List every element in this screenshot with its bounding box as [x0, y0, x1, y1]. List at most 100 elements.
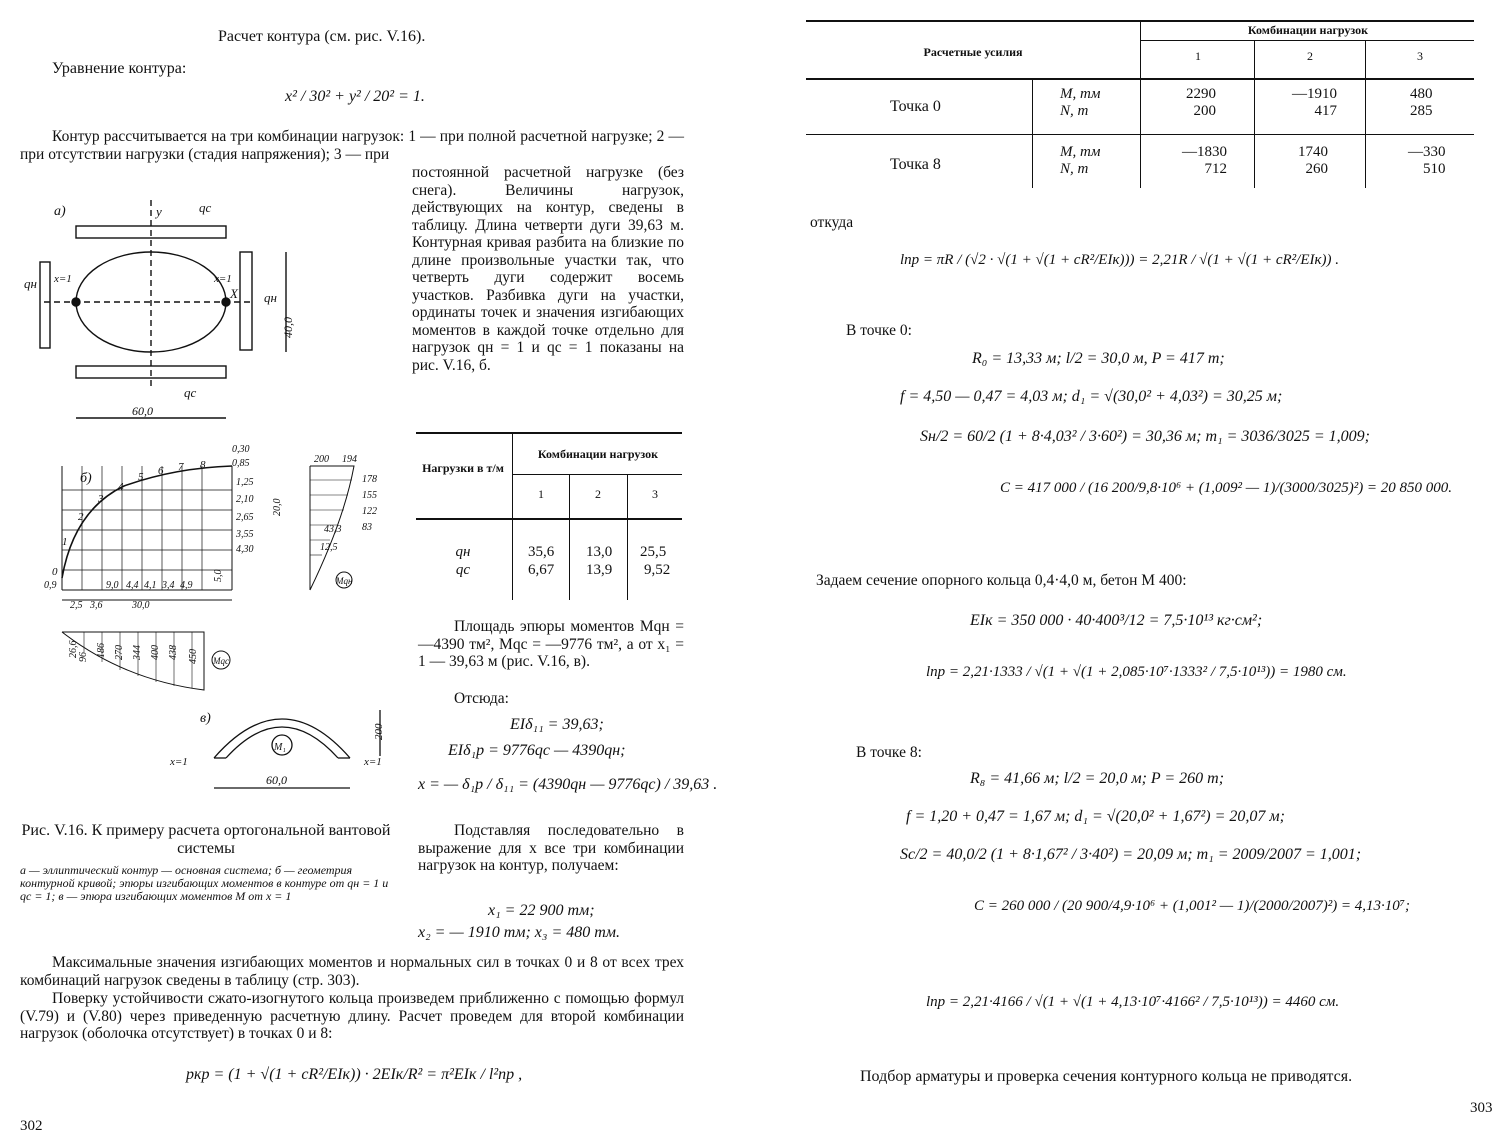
section-ring-spec: Задаем сечение опорного кольца 0,4·4,0 м… [816, 572, 1187, 589]
otsyuda-label: Отсюда: [454, 690, 509, 707]
figure-c-moment: в) M₁ x=1 x=1 200 60,0 [169, 710, 385, 789]
moment-diagram-below: 26,6 96 186 270 344 400 438 450 Mqс [61, 631, 231, 691]
point-8-heading: В точке 8: [856, 744, 922, 761]
ml-450: 450 [188, 649, 199, 664]
load-col-3: 3 [652, 487, 658, 501]
row-8-c2: 1740 260 [1298, 144, 1328, 177]
ml-270: 270 [114, 645, 125, 660]
figure-a-ellipse: а) y qс qн x=1 x=1 X qн 40,0 qс 60,0 [24, 200, 295, 419]
row-point-8: Точка 8 [890, 156, 941, 173]
forces-col-3: 3 [1417, 49, 1423, 63]
result-x1: x₁ = 22 900 тм; [488, 902, 595, 919]
label-mqc: Mqс [212, 656, 229, 666]
forces-col-2: 2 [1307, 49, 1313, 63]
contour-equation: x² / 30² + y² / 20² = 1. [285, 88, 425, 105]
m-433: 43,3 [324, 524, 342, 535]
m-200: 200 [314, 454, 329, 465]
label-qc-bottom: qс [184, 385, 197, 400]
figure-b-geometry: б) 0 1 2 3 4 5 [44, 444, 283, 611]
dim-200-vertical: 20,0 [272, 499, 283, 517]
pt-4: 4 [118, 481, 124, 493]
pt-3: 3 [97, 493, 104, 505]
row-0-units: M, тм N, т [1060, 86, 1101, 119]
paragraph-substitute: Подставляя последовательно в выражение д… [418, 822, 684, 874]
paragraph-load-details: постоянной расчетной нагрузке (без снега… [412, 164, 684, 374]
load-table-header-group: Комбинации нагрузок [537, 447, 659, 461]
load-col-1: 1 [538, 487, 544, 501]
equation-label: Уравнение контура: [52, 60, 187, 77]
ml-344: 344 [132, 645, 143, 661]
point-8-line-3: Sс/2 = 40,0/2 (1 + 8·1,67² / 3·40²) = 20… [900, 846, 1362, 863]
label-qn-left: qн [24, 276, 37, 291]
point-8-line-4: C = 260 000 / (20 900/4,9·10⁶ + (1,001² … [974, 898, 1411, 914]
formula-lpr-8: lпр = 2,21·4166 / √(1 + √(1 + 4,13·10⁷·4… [926, 994, 1340, 1010]
ml-400: 400 [150, 645, 161, 660]
load-r2-c2: 13,9 [586, 562, 613, 578]
ord-430: 4,30 [236, 544, 254, 555]
ml-438: 438 [168, 645, 179, 660]
pt-7: 7 [178, 461, 184, 473]
ord-09: 0,9 [44, 580, 57, 591]
row-0-c1: 2290 200 [1186, 86, 1216, 119]
forces-table: Расчетные усилия Комбинации нагрузок 1 2… [806, 20, 1474, 190]
ord-030: 0,30 [232, 444, 250, 455]
dim-50-vertical: 5,0 [213, 570, 224, 583]
dim-60: 60,0 [132, 404, 153, 418]
row-8-units: M, тм N, т [1060, 144, 1101, 177]
figure-caption: Рис. V.16. К примеру расчета ортогональн… [21, 822, 391, 857]
dim-25: 2,5 [70, 600, 83, 611]
pt-0: 0 [52, 566, 58, 578]
dim-36: 3,6 [89, 600, 103, 611]
row-point-0: Точка 0 [890, 98, 941, 115]
eq-delta1p: EIδ₁p = 9776qс — 4390qн; [448, 742, 626, 759]
dim-300: 30,0 [131, 600, 150, 611]
dim-44: 4,4 [126, 580, 139, 591]
pt-5: 5 [138, 471, 144, 483]
row-8-c3: —330 510 [1408, 144, 1446, 177]
load-table-header-left: Нагрузки в т/м [422, 461, 504, 475]
dim-90: 9,0 [106, 580, 119, 591]
load-r2-c1: 6,67 [528, 562, 555, 578]
label-y: y [154, 204, 162, 219]
paragraph-max-values: Максимальные значения изгибающих моменто… [20, 954, 684, 989]
figure-v16: а) y qс qн x=1 x=1 X qн 40,0 qс 60,0 б) [24, 200, 385, 789]
pt-6: 6 [158, 465, 164, 477]
point-0-heading: В точке 0: [846, 322, 912, 339]
moment-diagram-right: 200 194 178 155 122 83 43,3 12,5 Mqн [309, 454, 377, 591]
point-0-line-2: f = 4,50 — 0,47 = 4,03 м; d₁ = √(30,0² +… [900, 388, 1283, 405]
otkuda-label: откуда [810, 214, 854, 231]
load-col-2: 2 [595, 487, 601, 501]
row-0-c2: —1910 417 [1292, 86, 1337, 119]
formula-pkr: pкр = (1 + √(1 + cR²/EIк)) · 2EIк/R² = π… [186, 1066, 523, 1083]
load-r2-c3: 9,52 [644, 562, 671, 578]
ord-085: 0,85 [232, 458, 250, 469]
label-x1-right: x=1 [213, 273, 232, 285]
forces-header-left: Расчетные усилия [923, 45, 1023, 59]
final-note: Подбор арматуры и проверка сечения конту… [860, 1068, 1353, 1085]
label-qc-top: qс [199, 200, 212, 215]
pt-2: 2 [78, 511, 84, 523]
point-8-line-1: R₈ = 41,66 м; l/2 = 20,0 м; P = 260 т; [970, 770, 1225, 787]
point-8-line-2: f = 1,20 + 0,47 = 1,67 м; d₁ = √(20,0² +… [906, 808, 1285, 825]
point-0-line-4: C = 417 000 / (16 200/9,8·10⁶ + (1,009² … [1000, 480, 1453, 496]
ord-355: 3,55 [235, 529, 254, 540]
dim-40: 40,0 [281, 317, 295, 338]
formula-lpr-general: lпр = πR / (√2 · √(1 + √(1 + cR²/EIк))) … [900, 252, 1340, 268]
label-mqn: Mqн [335, 576, 353, 586]
forces-header-group: Комбинации нагрузок [1247, 23, 1369, 37]
load-row-label-qc: qс [455, 562, 471, 578]
eq-x: x = — δ₁p / δ₁₁ = (4390qн — 9776qс) / 39… [418, 776, 718, 793]
dim-600-c: 60,0 [266, 773, 287, 787]
ml-266: 26,6 [68, 641, 79, 659]
formula-eik: EIк = 350 000 · 40·400³/12 = 7,5·10¹³ кг… [970, 612, 1263, 629]
m-122: 122 [362, 506, 377, 517]
dim-34: 3,4 [161, 580, 175, 591]
point-0-line-1: R₀ = 13,33 м; l/2 = 30,0 м, P = 417 т; [972, 350, 1225, 367]
m-178: 178 [362, 474, 377, 485]
label-x: X [229, 286, 239, 301]
eq-delta11: EIδ₁₁ = 39,63; [510, 716, 604, 733]
dim-49: 4,9 [180, 580, 193, 591]
pt-1: 1 [62, 536, 68, 548]
m-125: 12,5 [320, 542, 338, 553]
row-8-c1: —1830 712 [1182, 144, 1227, 177]
